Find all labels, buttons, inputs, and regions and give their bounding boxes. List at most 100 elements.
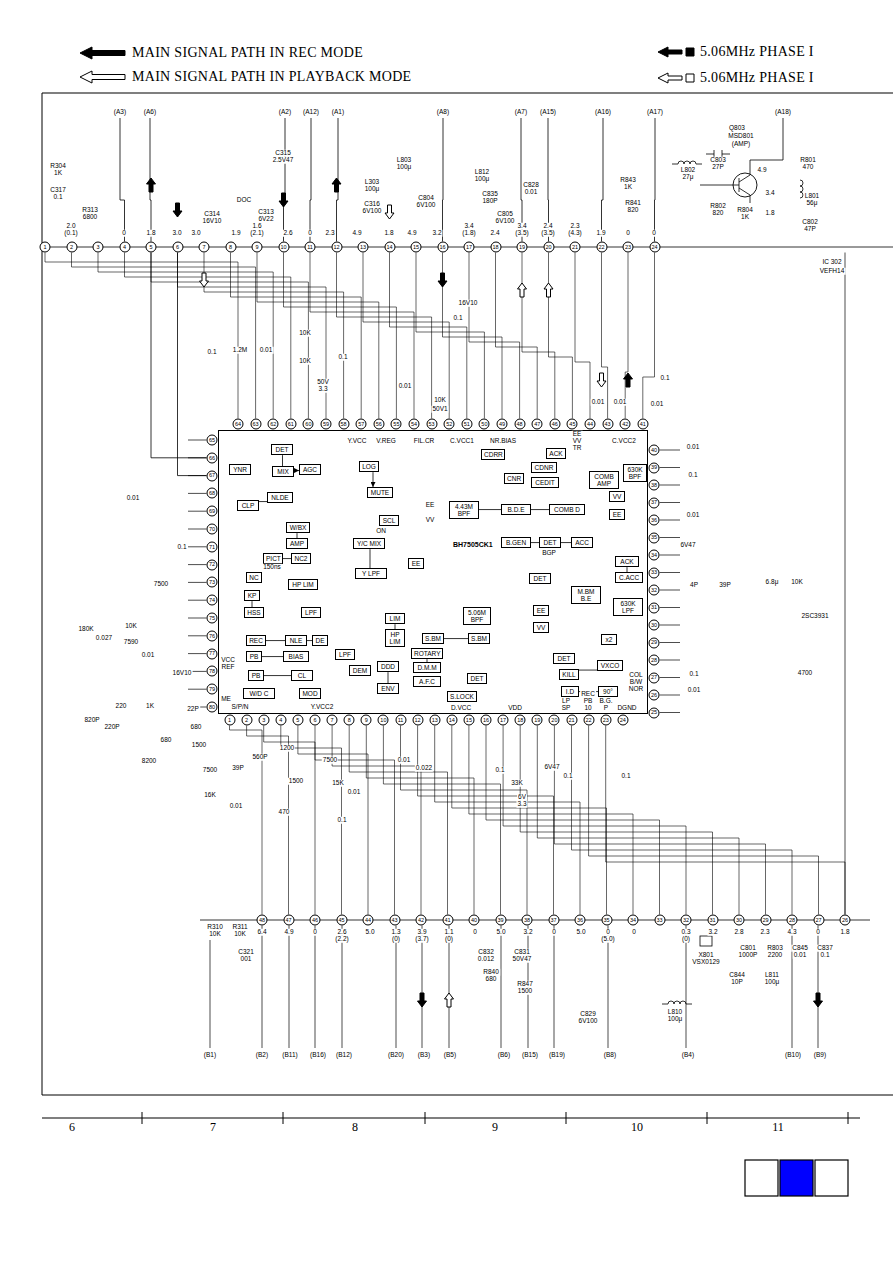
signal-line: [373, 472, 374, 487]
schematic-label: 0.012: [477, 956, 495, 963]
schematic-label: C317: [49, 187, 67, 194]
pin-number: 27: [813, 915, 824, 926]
schematic-label: 27P: [711, 164, 725, 171]
schematic-label: R304: [49, 163, 67, 170]
schematic-label: 0: [121, 230, 127, 237]
schematic-label: R311: [231, 924, 248, 931]
schematic-label: D.VCC: [450, 705, 472, 712]
wire: [210, 940, 211, 1048]
wire: [575, 253, 590, 419]
signal-arrow: [445, 993, 454, 1007]
signal-arrow: [624, 373, 633, 387]
schematic-label: C.VCC1: [449, 438, 475, 445]
pin-number: 20: [549, 715, 560, 726]
block-label: VV: [537, 624, 546, 631]
wire: [247, 726, 289, 915]
pin-number: 22: [596, 242, 607, 253]
wire: [396, 926, 397, 1049]
pin-number: 28: [649, 655, 660, 666]
function-block: DET: [467, 673, 487, 684]
schematic-label: 820: [627, 207, 640, 214]
schematic-label: SP: [561, 705, 572, 712]
schematic-label: 0.1: [620, 773, 631, 780]
grid-number: 8: [351, 1121, 359, 1133]
schematic-label: 1.8: [764, 210, 775, 217]
block-label: Y/C MIX: [357, 540, 381, 547]
block-label: LPF: [339, 651, 351, 658]
schematic-label: 0.1: [336, 817, 347, 824]
pin-number: 6: [310, 715, 321, 726]
wire: [602, 253, 608, 419]
schematic-label: 8200: [141, 758, 157, 765]
wire: [425, 1112, 426, 1124]
signal-arrow: [200, 273, 209, 287]
block-label: 4.43M BPF: [455, 503, 473, 517]
function-block: AGC: [299, 464, 321, 475]
signal-arrow: [518, 283, 527, 297]
pin-number: 2: [241, 715, 252, 726]
schematic-label: 6V47: [679, 542, 696, 549]
pin-number: 16: [437, 242, 448, 253]
schematic-label: MSD801: [727, 133, 754, 140]
schematic-label: 3.4: [516, 223, 527, 230]
schematic-label: 0: [472, 929, 478, 936]
schematic-label: 1.6: [251, 223, 262, 230]
signal-arrow: [147, 178, 156, 192]
schematic-label: C.VCC2: [611, 438, 637, 445]
schematic-label: COL: [628, 672, 643, 679]
schematic-label: (A15): [539, 109, 557, 116]
block-label: W/D C: [249, 690, 268, 697]
wire: [660, 572, 681, 573]
legend-text: MAIN SIGNAL PATH IN PLAYBACK MODE: [132, 69, 411, 85]
schematic-label: R841: [624, 200, 642, 207]
wire: [120, 118, 125, 242]
pin-number: 66: [207, 452, 218, 463]
pin-number: 16: [481, 715, 492, 726]
pin-number: 31: [649, 602, 660, 613]
signal-line: [561, 542, 571, 543]
pin-number: 12: [331, 242, 342, 253]
block-label: VXCO: [601, 662, 619, 669]
schematic-label: C315: [274, 150, 292, 157]
pin-number: 50: [479, 419, 490, 430]
schematic-label: 4700: [797, 670, 813, 677]
wire: [442, 118, 444, 242]
wire: [284, 253, 397, 419]
function-block: HP LIM: [288, 579, 318, 590]
schematic-label: C314: [203, 211, 221, 218]
wire: [125, 253, 291, 419]
pin-number: 31: [707, 915, 718, 926]
wire: [178, 253, 327, 419]
schematic-label: 001: [240, 956, 253, 963]
schematic-label: 6V47: [543, 764, 560, 771]
wire: [589, 726, 819, 915]
schematic-label: 50V: [316, 379, 330, 386]
function-block: AMP: [286, 538, 308, 549]
pin-number: 21: [570, 242, 581, 253]
wire: [606, 726, 845, 915]
schematic-label: 6V100: [495, 218, 516, 225]
block-label: CDRR: [484, 451, 503, 458]
schematic-label: (4.3): [567, 230, 582, 237]
schematic-label: C313: [257, 209, 275, 216]
schematic-label: 1K: [53, 170, 63, 177]
pin-number: 77: [207, 648, 218, 659]
pin-number: 8: [344, 715, 355, 726]
pin-number: 72: [207, 559, 218, 570]
schematic-label: 4.9: [351, 230, 362, 237]
schematic-label: R801: [799, 157, 817, 164]
wire: [342, 926, 343, 1049]
pin-number: 45: [336, 915, 347, 926]
schematic-label: C828: [522, 182, 540, 189]
function-block: EE: [533, 605, 549, 616]
schematic-label: 1500: [191, 742, 207, 749]
pin-number: 4: [119, 242, 130, 253]
pin-number: 1: [40, 242, 51, 253]
pin-number: 47: [283, 915, 294, 926]
schematic-label: VCC: [220, 657, 236, 664]
wire: [188, 529, 207, 530]
schematic-label: 3.4: [463, 223, 474, 230]
function-block: LPF: [335, 649, 355, 660]
function-block: B.D.E: [501, 504, 531, 515]
schematic-label: 0.1: [659, 375, 670, 382]
